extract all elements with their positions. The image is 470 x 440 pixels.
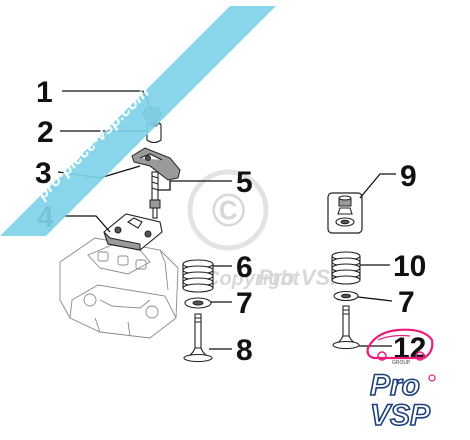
logo-line-vsp: VSP [370,399,431,432]
callout-8: 8 [236,334,253,367]
logo-line-pro: Pro [370,369,420,402]
brand-watermark-text: Pro VSP [258,265,345,290]
copyright-symbol: © [211,184,245,236]
copyright-watermark-text: Copyright [205,268,301,290]
callout-5: 5 [236,166,253,199]
callout-7-left: 7 [236,287,253,320]
callout-6: 6 [236,251,253,284]
part-rocker-arm [131,147,181,181]
part-guide-plate [103,213,163,251]
callout-10: 10 [393,250,426,283]
provsp-logo: GROUP Pro VSP [366,328,436,433]
part-valve-left [183,313,213,363]
callout-7-right: 7 [398,286,415,319]
part-valve-spring-left [182,259,214,293]
copyright-watermark: © Copyright Pro VSP [187,169,345,290]
logo-tagline: GROUP [392,360,411,366]
callout-3: 3 [35,157,52,190]
cylinder-head-outline [59,237,179,339]
callout-numbers: 1 2 3 4 5 6 7 8 9 10 7 12 [35,76,426,367]
callout-2: 2 [37,116,54,149]
part-valve-right [332,305,360,350]
part-valve-spring-right [331,251,361,285]
callout-1: 1 [36,76,53,109]
part-spring-washer-left [184,297,212,309]
part-rocker-stud [149,171,161,219]
part-spring-washer-right [333,290,359,302]
part-valve-seal-kit [327,192,363,234]
callout-9: 9 [400,160,417,193]
